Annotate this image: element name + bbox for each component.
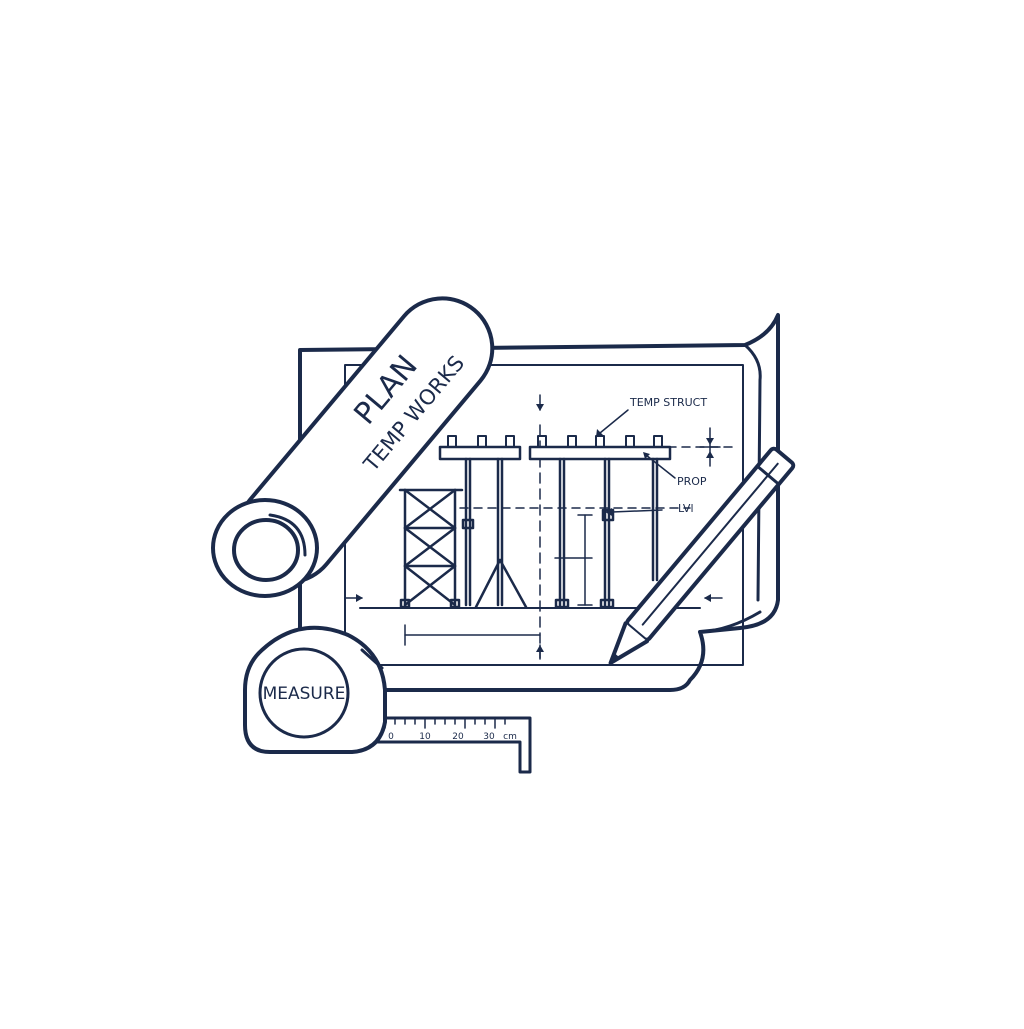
- structure-drawing: TEMP STRUCT PROP LVl: [344, 394, 736, 661]
- tape-tick-20: 20: [452, 732, 464, 742]
- tape-tick-10: 10: [419, 732, 431, 742]
- scaffold-tower-icon: [398, 488, 464, 609]
- label-lvl: LVl: [678, 502, 694, 515]
- prop-icon: [461, 457, 659, 609]
- label-prop: PROP: [677, 475, 707, 488]
- tape-label: MEASURE: [263, 684, 346, 704]
- tape-measure-icon: 0 10 20 30 cm MEASURE: [243, 625, 532, 774]
- tape-tick-0: 0: [388, 732, 394, 742]
- tape-tick-30: 30: [483, 732, 495, 742]
- tape-unit: cm: [503, 732, 517, 742]
- pencil-icon: [608, 446, 796, 665]
- label-temp-struct: TEMP STRUCT: [629, 396, 707, 409]
- rolled-plan-icon: PLAN TEMP WORKS: [211, 296, 495, 598]
